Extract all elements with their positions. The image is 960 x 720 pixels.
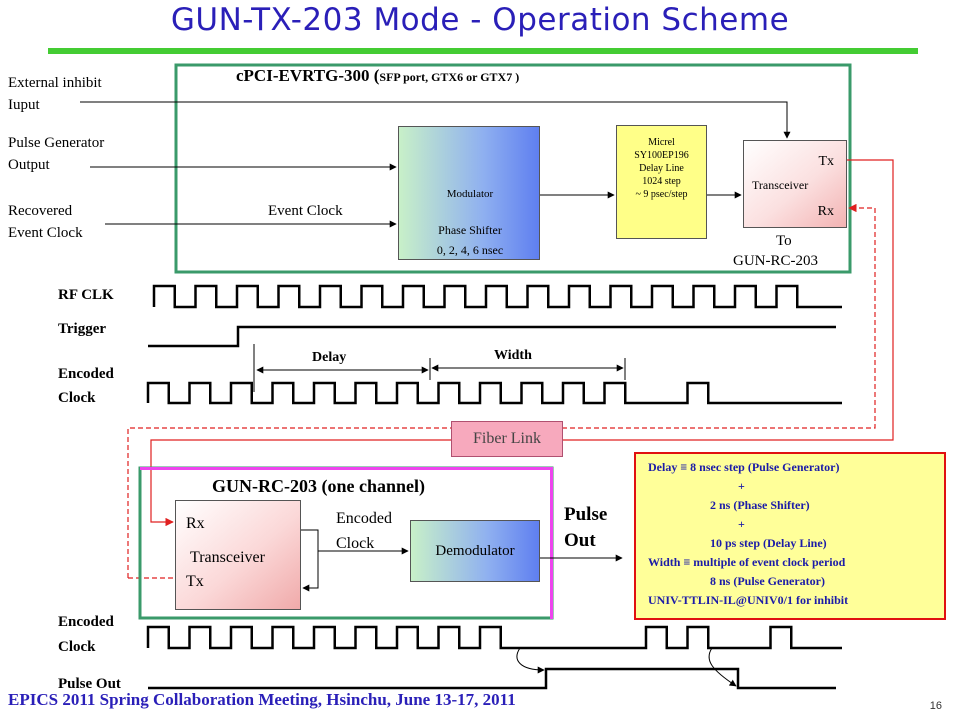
- recovered-line1: Recovered: [8, 203, 73, 219]
- pulse-out-line1: Pulse: [564, 504, 608, 525]
- trans-bot-rx: Rx: [186, 515, 205, 532]
- info-line-3: 2 ns (Phase Shifter): [710, 498, 810, 512]
- pulse-rise-curve: [516, 647, 545, 674]
- rc203-frame-top: [140, 467, 552, 470]
- fiber-link-box: Fiber Link: [451, 421, 563, 457]
- demodulator-label: Demodulator: [435, 543, 515, 559]
- info-line-5: 10 ps step (Delay Line): [710, 536, 827, 550]
- phase-shifter-values: 0, 2, 4, 6 nsec: [436, 243, 504, 257]
- demodulator-box: Demodulator: [410, 520, 540, 582]
- info-box: Delay ≡ 8 nsec step (Pulse Generator) + …: [634, 452, 946, 620]
- pulse-out-line2: Out: [564, 530, 596, 551]
- ext-inhibit-line1: External inhibit: [8, 75, 102, 91]
- encoded-clock-label-2: Clock: [58, 390, 96, 406]
- rc-encoded-label-2: Clock: [336, 535, 375, 552]
- encoded-clock-label-1: Encoded: [58, 366, 114, 382]
- bottom-encoded-label-2: Clock: [58, 639, 96, 655]
- delay-line-box: Micrel SY100EP196 Delay Line 1024 step ~…: [616, 125, 707, 239]
- modulator-label: Modulator: [446, 188, 494, 200]
- delay-label: Delay: [312, 350, 347, 365]
- trans-top-label: Transceiver: [752, 178, 809, 192]
- info-line-1: Delay ≡ 8 nsec step (Pulse Generator): [648, 460, 840, 474]
- width-label: Width: [494, 348, 532, 363]
- pulse-out-label: Pulse Out: [564, 502, 607, 554]
- trigger-label: Trigger: [58, 321, 107, 337]
- ext-inhibit-line2: Iuput: [8, 97, 40, 113]
- evrtg-title: cPCI-EVRTG-300 (SFP port, GTX6 or GTX7 ): [236, 66, 519, 86]
- fiber-link-label: Fiber Link: [473, 430, 541, 447]
- pulse-gen-line1: Pulse Generator: [8, 135, 105, 151]
- slide-title: GUN-TX-203 Mode - Operation Scheme: [170, 2, 790, 38]
- pulse-gen-label: Pulse Generator Output: [8, 132, 104, 176]
- delay-line-l4: 1024 step: [642, 176, 681, 187]
- transceiver-top-box: Tx Transceiver Rx: [743, 140, 847, 228]
- modulator-box: Modulator Phase Shifter 0, 2, 4, 6 nsec: [398, 126, 540, 260]
- trans-top-rx: Rx: [817, 204, 834, 219]
- evrtg-title-main: cPCI-EVRTG-300 (: [236, 66, 380, 85]
- pulse-gen-line2: Output: [8, 157, 50, 173]
- inhibit-line: [80, 101, 791, 139]
- encoded-clock-top-waveform: [146, 381, 842, 405]
- footer-text: EPICS 2011 Spring Collaboration Meeting,…: [8, 690, 516, 709]
- rf-clk-label: RF CLK: [58, 287, 114, 303]
- ext-inhibit-label: External inhibit Iuput: [8, 72, 102, 116]
- rc203-frame-right: [550, 467, 553, 619]
- page-number: 16: [929, 700, 942, 712]
- loopback-line: [301, 529, 319, 592]
- evrtg-title-small: SFP port, GTX6 or GTX7 ): [379, 70, 520, 84]
- title-rule: [48, 48, 918, 54]
- rc-encoded-label-1: Encoded: [336, 510, 392, 527]
- event-clock-label: Event Clock: [268, 203, 343, 219]
- info-line-4: +: [738, 517, 745, 531]
- encoded-clock-bottom-waveform: [146, 625, 842, 650]
- trans-bot-label: Transceiver: [190, 549, 265, 566]
- pulse-fall-curve: [708, 647, 737, 687]
- to-target-label: GUN-RC-203: [733, 253, 818, 269]
- delay-line-l2: SY100EP196: [634, 150, 689, 161]
- phase-shifter-label: Phase Shifter: [438, 223, 502, 237]
- pulse-out-signal-label: Pulse Out: [58, 676, 121, 692]
- trigger-waveform: [148, 325, 836, 348]
- delay-line-l1: Micrel: [648, 137, 675, 148]
- rc203-title: GUN-RC-203 (one channel): [212, 476, 425, 496]
- recovered-line2: Event Clock: [8, 225, 83, 241]
- delay-line-l5: ~ 9 psec/step: [635, 189, 688, 200]
- info-line-6: Width ≡ multiple of event clock period: [648, 555, 846, 569]
- trans-top-tx: Tx: [818, 154, 834, 169]
- bottom-encoded-label-1: Encoded: [58, 614, 114, 630]
- evrtg-frame: [174, 63, 852, 274]
- trans-bot-tx: Tx: [186, 573, 204, 590]
- transceiver-bottom-box: Rx Transceiver Tx: [175, 500, 301, 610]
- info-line-7: 8 ns (Pulse Generator): [710, 574, 825, 588]
- recovered-label: Recovered Event Clock: [8, 200, 83, 244]
- pulse-out-waveform: [148, 667, 836, 690]
- rf-clk-waveform: [152, 284, 842, 309]
- info-line-2: +: [738, 479, 745, 493]
- to-label: To: [776, 233, 792, 249]
- info-line-8: UNIV-TTLIN-IL@UNIV0/1 for inhibit: [648, 593, 849, 607]
- fiber-rx-line: [127, 203, 876, 578]
- delay-line-l3: Delay Line: [639, 163, 684, 174]
